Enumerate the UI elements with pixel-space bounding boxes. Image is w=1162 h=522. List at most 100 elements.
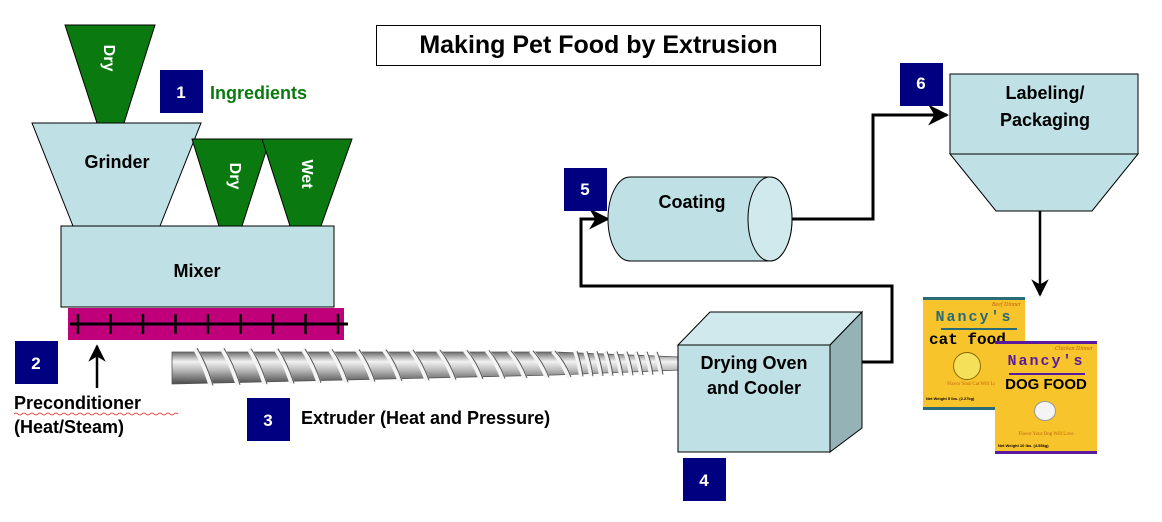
screw-flight-edge [358, 349, 376, 382]
screw-flight-edge [606, 351, 614, 376]
screw-flight [583, 350, 593, 377]
step-badge-5: 5 [564, 168, 607, 211]
dog-tagline: Flavor Your Dog Will Love [1018, 432, 1074, 437]
screw-flight [192, 346, 214, 387]
coating-label: Coating [659, 192, 726, 212]
screw-flight [354, 347, 376, 383]
cat-product: cat food [929, 331, 1006, 349]
mixer-label: Mixer [173, 261, 220, 281]
svg-text:5: 5 [580, 180, 589, 199]
svg-text:4: 4 [699, 471, 709, 490]
screw-flight [613, 350, 623, 376]
screw-flight [219, 347, 241, 386]
screw-flights [192, 346, 664, 387]
screw-flight-edge [466, 349, 484, 380]
screw-flight-edge [616, 351, 624, 376]
svg-text:6: 6 [916, 74, 925, 93]
wet-hopper-mixer-label: Wet [298, 159, 315, 189]
cat-mascot-icon [953, 352, 981, 380]
screw-flight-edge [331, 348, 349, 383]
screw-flight-edge [277, 348, 295, 384]
dry-hopper-mixer-label: Dry [226, 163, 243, 190]
screw-flight [623, 350, 633, 376]
screw-flight-edge [656, 351, 664, 375]
screw-flight [300, 347, 322, 384]
wet-hopper-mixer: Wet [261, 138, 353, 227]
screw-flight-edge [196, 347, 214, 386]
dog-divider [1009, 373, 1085, 375]
dog-brand: Nancy's [1007, 353, 1085, 370]
dog-product: DOG FOOD [1005, 376, 1087, 393]
screw-flight-edge [596, 351, 604, 377]
screw-flight [643, 350, 653, 376]
step-2-label-line1: Preconditioner [14, 393, 141, 413]
coating-drum: Coating [607, 176, 793, 262]
screw-flight-edge [412, 349, 430, 381]
step-badge-1: 1 [160, 70, 203, 113]
screw-flight [573, 350, 583, 377]
step-badge-3: 3 [247, 398, 290, 441]
screw-flight [653, 351, 663, 375]
spellcheck-underline [13, 412, 179, 416]
screw-flight [327, 347, 349, 384]
extruder-screw [171, 346, 681, 387]
step-badge-6: 6 [900, 63, 943, 106]
svg-text:1: 1 [176, 83, 185, 102]
screw-flight [381, 348, 403, 382]
screw-flight [463, 348, 484, 380]
screw-flight-edge [532, 350, 550, 378]
cat-variety: Beef Dinner [991, 302, 1021, 308]
screw-flight [507, 348, 528, 379]
grinder: Grinder [31, 122, 202, 227]
screw-flight-edge [223, 348, 241, 385]
cat-tagline: Flavor Your Cat Will Love [947, 382, 1001, 387]
screw-flight [485, 348, 506, 380]
svg-text:2: 2 [31, 354, 40, 373]
dog-variety: Chicken Dinner [1054, 346, 1093, 352]
preconditioner [68, 308, 348, 340]
step-1-label: Ingredients [210, 83, 307, 103]
flow-oven-to-coating [579, 208, 894, 364]
screw-flight [633, 350, 643, 376]
dog-food-package: Chicken Dinner Nancy's DOG FOOD Flavor Y… [995, 341, 1097, 454]
screw-flight [551, 349, 572, 378]
drying-oven-cooler: Drying Oven and Cooler [676, 310, 864, 453]
screw-flight [603, 350, 613, 377]
cat-divider [941, 328, 1017, 330]
preconditioner-ticks [76, 314, 340, 334]
cat-weight: Net Weight 5 lbs. (2.27kg) [926, 396, 975, 401]
svg-text:3: 3 [263, 411, 272, 430]
screw-flight [436, 348, 457, 381]
screw-flight-edge [586, 351, 594, 377]
screw-flight-edge [385, 349, 403, 382]
labeling-label-line2: Packaging [1000, 110, 1090, 130]
screw-flight-edge [510, 350, 528, 379]
screw-flight-edge [439, 349, 457, 380]
step-2-label-line2: (Heat/Steam) [14, 417, 124, 437]
labeling-label-line1: Labeling/ [1005, 83, 1084, 103]
screw-flight [593, 350, 603, 377]
dog-product-seal-icon [1034, 401, 1056, 421]
step-badge-2: 2 [15, 341, 58, 384]
screw-flight [273, 347, 295, 385]
grinder-label: Grinder [84, 152, 149, 172]
dry-hopper-top-label: Dry [100, 45, 117, 72]
cat-brand: Nancy's [935, 309, 1013, 326]
mixer: Mixer [60, 225, 335, 308]
screw-flight-edge [646, 351, 654, 375]
screw-flight [409, 348, 430, 382]
diagram-title: Making Pet Food by Extrusion [376, 25, 821, 66]
flow-coating-to-labeling [792, 104, 950, 221]
screw-flight-edge [576, 350, 584, 377]
labeling-packaging: Labeling/ Packaging [948, 73, 1140, 212]
screw-flight-edge [554, 350, 572, 378]
dog-weight: Net Weight 10 lbs. (4.55kg) [998, 443, 1049, 448]
screw-flight [529, 349, 550, 379]
screw-flight-edge [250, 348, 268, 385]
screw-flight-edge [626, 351, 634, 376]
dry-hopper-mixer: Dry [191, 138, 271, 227]
dry-hopper-top: Dry [64, 24, 156, 124]
oven-label-line1: Drying Oven [700, 353, 807, 373]
oven-label-line2: and Cooler [707, 378, 801, 398]
